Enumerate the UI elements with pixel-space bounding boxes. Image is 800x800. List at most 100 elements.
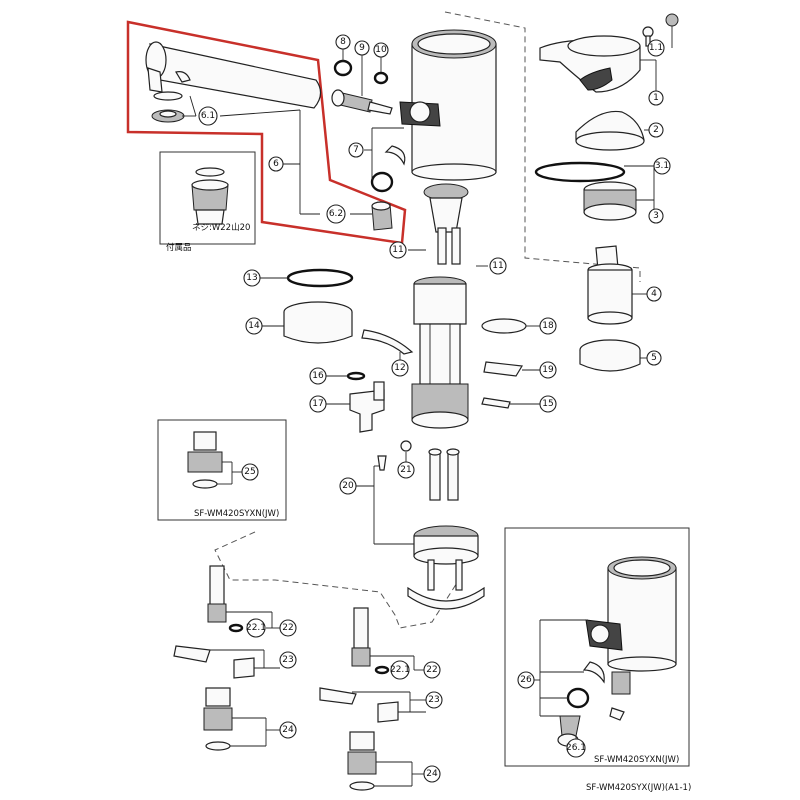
label-13: 13: [243, 269, 261, 287]
ring-18: [481, 318, 527, 334]
o-ring-10: [373, 71, 389, 85]
svg-text:1: 1: [653, 93, 659, 103]
svg-text:7: 7: [353, 145, 359, 155]
spout-nut-6-2: [371, 201, 393, 231]
label-17: 17: [309, 395, 327, 413]
label-2: 2: [648, 122, 664, 138]
label-22a: 22: [279, 619, 297, 637]
svg-text:24: 24: [426, 769, 438, 779]
cap-nut-3: [583, 181, 637, 221]
nut-21: [400, 440, 412, 452]
mounting-base-20: [407, 525, 485, 610]
label-1-1: 1.1: [647, 39, 665, 57]
label-6-2: 6.2: [326, 204, 346, 224]
label-20: 20: [339, 477, 357, 495]
label-26: 26: [517, 671, 535, 689]
svg-text:4: 4: [651, 289, 657, 299]
label-24b: 24: [423, 765, 441, 783]
inset-25-caption: SF-WM420SYXN(JW): [194, 509, 279, 519]
spout-part: [145, 41, 322, 109]
o-ring-7: [370, 171, 394, 193]
label-10: 10: [373, 42, 389, 58]
label-11a: 11: [389, 241, 407, 259]
svg-text:16: 16: [312, 371, 324, 381]
clip-12: [361, 329, 414, 355]
svg-text:9: 9: [359, 43, 365, 53]
accessory-adapter: [191, 167, 229, 225]
main-body-lower: [411, 276, 469, 429]
o-ring-3-1: [534, 161, 626, 183]
label-6-1: 6.1: [198, 106, 218, 126]
label-22-1a: 22.1: [246, 618, 266, 638]
clip-19: [483, 361, 523, 377]
svg-text:26.1: 26.1: [566, 743, 586, 753]
svg-text:20: 20: [342, 481, 354, 491]
svg-text:11: 11: [392, 245, 403, 255]
label-24a: 24: [279, 721, 297, 739]
clip-23-left: [173, 645, 255, 679]
inset-26-caption: SF-WM420SYXN(JW): [594, 755, 679, 765]
svg-text:22.1: 22.1: [246, 623, 266, 633]
label-23b: 23: [425, 691, 443, 709]
label-3-1: 3.1: [653, 157, 671, 175]
svg-text:12: 12: [394, 363, 405, 373]
svg-text:8: 8: [340, 37, 346, 47]
svg-text:23: 23: [282, 655, 293, 665]
adapter-25: [187, 431, 223, 489]
spout-packing-6-1: [151, 91, 185, 123]
label-26-1: 26.1: [566, 738, 586, 758]
clip-7: [384, 145, 406, 166]
label-7: 7: [348, 142, 364, 158]
label-11b: 11: [489, 257, 507, 275]
svg-text:18: 18: [542, 321, 554, 331]
inner-valve: [423, 183, 469, 265]
footer-model-code: SF-WM420SYX(JW)(A1-1): [586, 783, 691, 793]
svg-text:1.1: 1.1: [649, 43, 663, 53]
svg-text:10: 10: [375, 45, 387, 55]
svg-text:25: 25: [244, 467, 255, 477]
label-14: 14: [245, 317, 263, 335]
thread-note: ネジ:W22山20: [192, 222, 250, 233]
inset-box-25: [157, 419, 287, 521]
o-ring-13: [286, 268, 354, 288]
label-3: 3: [648, 208, 664, 224]
label-22-1b: 22.1: [390, 660, 410, 680]
cartridge-4: [587, 245, 633, 325]
clip-23-right: [319, 687, 399, 723]
svg-text:3.1: 3.1: [655, 161, 669, 171]
label-21: 21: [397, 461, 415, 479]
svg-text:3: 3: [653, 211, 659, 221]
bracket-17: [349, 381, 385, 433]
tubes: [428, 448, 460, 501]
svg-text:15: 15: [542, 399, 553, 409]
svg-text:6: 6: [273, 159, 279, 169]
label-25: 25: [241, 463, 259, 481]
label-9: 9: [354, 40, 370, 56]
svg-text:22: 22: [282, 623, 293, 633]
svg-text:5: 5: [651, 353, 657, 363]
leader-lines: [182, 26, 673, 787]
nut-26: [611, 671, 631, 695]
svg-text:26: 26: [520, 675, 532, 685]
o-ring-16: [346, 371, 366, 381]
svg-text:23: 23: [428, 695, 439, 705]
collar-14: [283, 301, 353, 344]
lever-handle: [539, 35, 641, 93]
svg-text:6.2: 6.2: [329, 209, 343, 219]
svg-text:19: 19: [542, 365, 554, 375]
label-19: 19: [539, 361, 557, 379]
svg-text:11: 11: [492, 261, 503, 271]
svg-text:22: 22: [426, 665, 437, 675]
label-8: 8: [335, 34, 351, 50]
screw-20: [377, 455, 387, 471]
svg-text:21: 21: [400, 465, 411, 475]
label-22b: 22: [423, 661, 441, 679]
label-5: 5: [646, 350, 662, 366]
clip-26: [582, 661, 605, 684]
o-ring-26: [566, 687, 590, 709]
label-1: 1: [648, 90, 664, 106]
connector-dashed-line-top: [444, 11, 641, 282]
accessory-label: 付属品: [166, 242, 192, 253]
accessory-box: [159, 151, 256, 245]
